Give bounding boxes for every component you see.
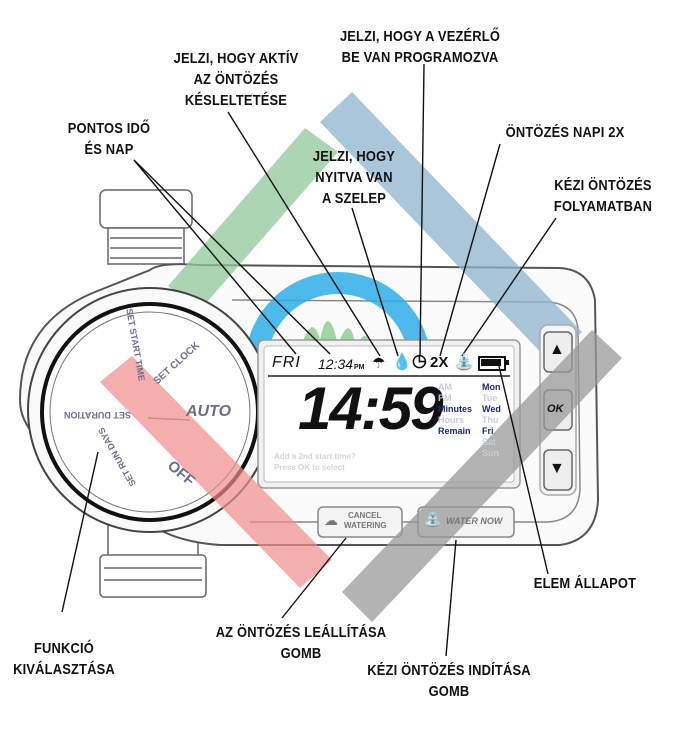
valve-open-drop-icon: 💧 [392, 354, 412, 371]
lcd-day-mon: Mon [482, 382, 501, 392]
dial-set-duration-label: SET DURATION [64, 410, 131, 420]
callout-twice-daily: ÖNTÖZÉS NAPI 2X [505, 124, 625, 141]
lcd-am-label: AM [438, 382, 452, 392]
top-pipe-connector [99, 189, 193, 265]
blue-callout-bar [320, 92, 582, 362]
green-callout-bar [168, 128, 338, 310]
gray-callout-bar [342, 330, 622, 622]
manual-tap-icon: ⛲ [454, 354, 474, 371]
up-arrow-icon: ▲ [549, 341, 565, 358]
lcd-faint-prompt-2: Press OK to select [274, 463, 345, 472]
lcd-day-fri: Fri [482, 426, 494, 436]
cancel-watering-label-2: WATERING [344, 521, 387, 530]
lcd-day-thu: Thu [482, 415, 499, 425]
down-button[interactable] [543, 449, 573, 491]
leader-lines [61, 63, 557, 657]
lcd-big-digits: 14:59 [298, 375, 443, 442]
water-now-tap-icon: ⛲ [424, 511, 442, 527]
cancel-watering-button[interactable] [317, 506, 403, 538]
lcd-day-sat: Sat [482, 437, 497, 447]
lcd-unit-hours: Hours [438, 415, 465, 425]
down-arrow-icon: ▼ [549, 460, 565, 477]
callout-battery: ELEM ÁLLAPOT [533, 575, 637, 592]
lcd-clock: 12:34 [318, 356, 354, 372]
lcd-faint-prompt-1: Add a 2nd start time? [274, 452, 356, 461]
cancel-cloud-icon: ☁ [324, 512, 338, 528]
lcd-unit-minutes: Minutes [438, 404, 473, 414]
lcd-day-wed: Wed [482, 404, 501, 414]
lcd-unit-remain: Remain [438, 426, 471, 436]
lcd-pm-indicator: PM [354, 364, 365, 371]
ok-button-label: OK [547, 403, 564, 415]
programmed-clock-icon: ◷ [412, 351, 427, 370]
lcd-day-sun: Sun [482, 448, 499, 458]
lcd-day-tue: Tue [482, 393, 498, 403]
lcd-pm-label: PM [438, 393, 452, 403]
rain-delay-icon: ☂ [372, 355, 386, 372]
red-callout-bar [100, 356, 332, 588]
battery-icon [478, 356, 509, 371]
water-now-label: WATER NOW [446, 516, 503, 526]
cancel-watering-label-1: CANCEL [348, 511, 382, 520]
lcd-twice-indicator: 2X [430, 354, 449, 371]
lcd-day: FRI [272, 354, 301, 371]
dial-auto-label: AUTO [186, 403, 232, 420]
